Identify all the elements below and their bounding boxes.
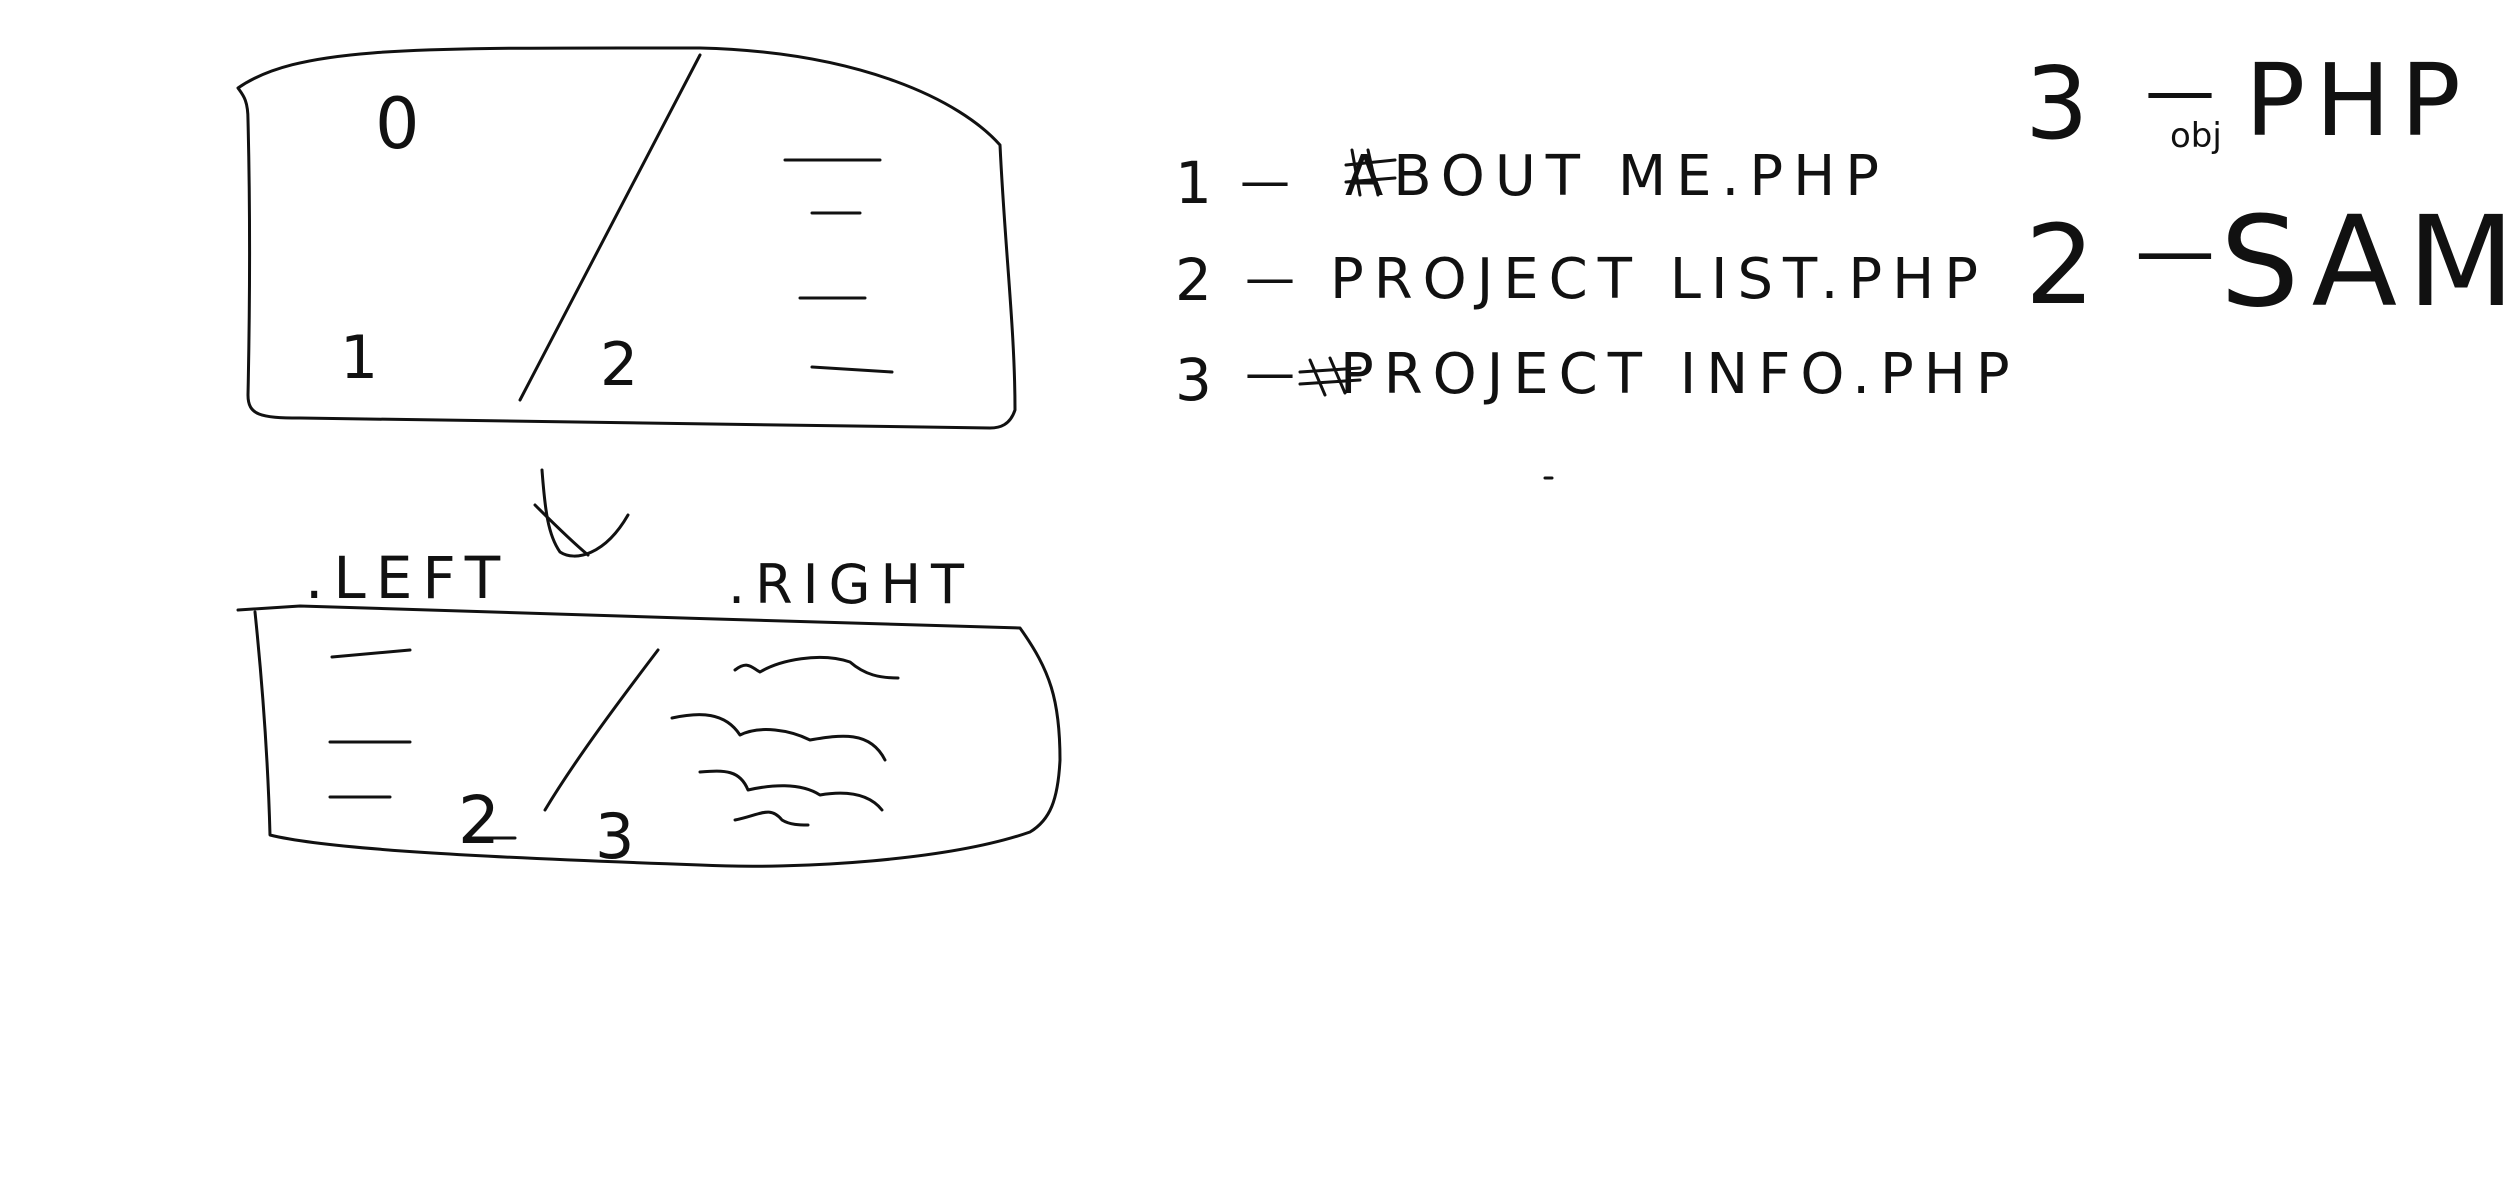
bottom-frame-divider — [543, 648, 660, 812]
text-scribble — [698, 769, 884, 812]
list-line — [810, 365, 894, 374]
note-text: PHP — [2245, 42, 2471, 159]
note-same: 2 — SAME — [2025, 190, 2518, 335]
region-label-1: 1 — [340, 323, 378, 393]
text-scribble — [733, 810, 810, 827]
note-dash: — — [2145, 50, 2215, 132]
text-scribble — [670, 713, 887, 762]
scribble-out-mark — [1298, 356, 1362, 397]
right-label: .RIGHT — [728, 553, 974, 616]
region-label-0: 0 — [375, 83, 420, 165]
file-name: PROJECT INFO.PHP — [1340, 342, 2020, 407]
file-number: 2 — [1175, 246, 1212, 314]
file-item-1: 1 — ABOUT ME.PHP — [1175, 144, 1889, 217]
text-scribble — [733, 655, 900, 680]
list-line — [330, 648, 412, 659]
note-annotation: obj — [2170, 116, 2222, 156]
bottom-frame-outline — [236, 604, 1062, 868]
file-name: ABOUT ME.PHP — [1345, 144, 1889, 209]
top-list-lines — [783, 158, 894, 374]
file-dash: — — [1245, 249, 1295, 307]
arrow-shaft — [540, 468, 630, 558]
note-text: SAME — [2220, 190, 2518, 335]
region-label-2-bottom: 2 — [458, 782, 500, 859]
file-number: 1 — [1175, 149, 1212, 217]
top-wireframe: 0 1 2 — [236, 46, 1017, 430]
note-number: 2 — [2025, 201, 2095, 329]
file-list: 1 — ABOUT ME.PHP 2 — PROJECT LIST.PHP 3 … — [1175, 144, 2020, 480]
file-name: PROJECT LIST.PHP — [1330, 247, 1988, 312]
region-label-2: 2 — [600, 330, 638, 400]
note-dash: — — [2135, 204, 2215, 297]
file-dash: — — [1245, 344, 1295, 402]
bottom-left-list-lines — [328, 648, 412, 799]
top-frame-divider — [518, 53, 702, 402]
top-frame-outline — [236, 46, 1017, 430]
file-number: 3 — [1175, 346, 1212, 414]
notes: 3 — PHP obj 2 — SAME — [2025, 42, 2518, 335]
bottom-wireframe: .LEFT .RIGHT 2 3 — [236, 544, 1062, 873]
arrow-head — [533, 503, 590, 557]
file-dash: — — [1240, 152, 1290, 210]
down-arrow — [533, 468, 630, 558]
bottom-right-scribbles — [670, 655, 900, 827]
note-php: 3 — PHP obj — [2025, 42, 2471, 162]
left-label: .LEFT — [305, 544, 510, 612]
scribble-out-mark — [1344, 148, 1397, 197]
file-item-3: 3 — PROJECT INFO.PHP — [1175, 342, 2020, 414]
file-item-2: 2 — PROJECT LIST.PHP — [1175, 246, 1988, 314]
note-number: 3 — [2025, 45, 2089, 162]
region-label-3-bottom: 3 — [595, 800, 634, 873]
